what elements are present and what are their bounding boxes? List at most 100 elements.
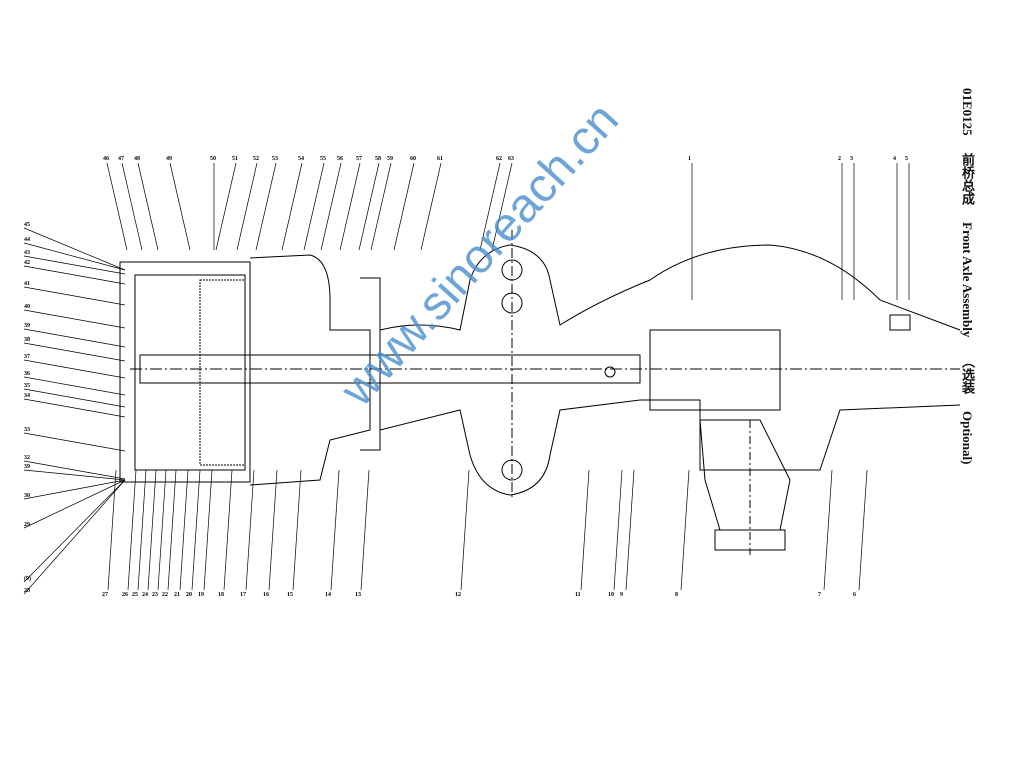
- axle-beam-bottom: [379, 399, 961, 496]
- part-label: 10: [608, 592, 614, 598]
- part-label: 37: [24, 354, 30, 360]
- axle-beam-top: [379, 244, 961, 331]
- leader-line: [23, 469, 126, 481]
- leader-line: [245, 469, 255, 591]
- leader-line: [157, 469, 167, 591]
- leader-line: [370, 162, 392, 251]
- leader-line: [23, 388, 126, 408]
- part-label: 40: [24, 304, 30, 310]
- axle-outline: [119, 230, 961, 555]
- leader-line: [23, 265, 126, 285]
- part-label: 15: [287, 592, 293, 598]
- leader-line: [23, 479, 126, 500]
- part-label: 30: [24, 493, 30, 499]
- part-label: 62: [496, 156, 502, 162]
- leader-line: [680, 469, 690, 591]
- title-english: Front Axle Assembly: [960, 222, 975, 338]
- leader-line: [23, 376, 126, 396]
- part-label: 26: [122, 592, 128, 598]
- part-label: 44: [24, 237, 30, 243]
- part-label: 5: [905, 156, 908, 162]
- part-label: 53: [272, 156, 278, 162]
- leader-line: [303, 162, 325, 251]
- part-label: 12: [455, 592, 461, 598]
- part-label: 46: [103, 156, 109, 162]
- part-label: 27: [102, 592, 108, 598]
- part-label: 63: [508, 156, 514, 162]
- leader-line: [339, 162, 361, 251]
- leader-line: [823, 469, 833, 591]
- leader-line: [23, 479, 126, 583]
- part-label: 43: [24, 250, 30, 256]
- leader-line: [107, 469, 117, 591]
- leader-line: [625, 469, 635, 591]
- leader-line: [23, 479, 126, 595]
- part-label: 7: [818, 592, 821, 598]
- part-label: 20: [186, 592, 192, 598]
- leader-line: [23, 328, 126, 348]
- part-label: 61: [437, 156, 443, 162]
- leader-line: [420, 162, 442, 251]
- leader-line: [255, 162, 277, 251]
- part-label: 39: [24, 464, 30, 470]
- leader-line: [23, 342, 126, 362]
- part-label: 8: [675, 592, 678, 598]
- leader-line: [137, 162, 159, 251]
- hub-housing: [119, 261, 251, 483]
- leader-line: [479, 162, 501, 251]
- title-optional-cn: （选装: [960, 354, 975, 394]
- leader-line: [23, 255, 126, 275]
- part-label: 29: [24, 522, 30, 528]
- leader-line: [330, 469, 340, 591]
- leader-line: [613, 469, 623, 591]
- part-label: 11: [575, 592, 581, 598]
- part-label: (9): [24, 575, 31, 582]
- leader-line: [358, 162, 380, 251]
- leader-line: [23, 286, 126, 306]
- part-label: 22: [162, 592, 168, 598]
- leader-line: [292, 469, 302, 591]
- title-code: 01E0125: [960, 88, 975, 136]
- leader-line: [23, 359, 126, 379]
- leader-line: [137, 469, 147, 591]
- part-label: 33: [24, 427, 30, 433]
- part-label: 2: [838, 156, 841, 162]
- leader-line: [179, 469, 189, 591]
- leader-line: [23, 460, 126, 480]
- part-label: 57: [356, 156, 362, 162]
- leader-line: [580, 469, 590, 591]
- part-label: 17: [240, 592, 246, 598]
- part-label: 56: [337, 156, 343, 162]
- title-chinese: 前桥总成: [960, 152, 975, 205]
- leader-line: [23, 242, 126, 271]
- part-label: 18: [218, 592, 224, 598]
- leader-line: [23, 227, 126, 271]
- leader-line: [191, 469, 201, 591]
- part-label: 47: [118, 156, 124, 162]
- part-label: 38: [24, 337, 30, 343]
- leader-line: [147, 469, 157, 591]
- leader-line: [320, 162, 342, 251]
- part-label: 28: [24, 588, 30, 594]
- leader-line: [23, 398, 126, 418]
- leader-line: [393, 162, 415, 251]
- part-label: 41: [24, 281, 30, 287]
- part-label: 19: [198, 592, 204, 598]
- leader-line: [223, 469, 233, 591]
- part-label: 9: [620, 592, 623, 598]
- part-label: 42: [24, 260, 30, 266]
- part-label: 4: [893, 156, 896, 162]
- part-label: 6: [853, 592, 856, 598]
- leader-line: [268, 469, 278, 591]
- leader-line: [127, 469, 137, 591]
- part-label: 60: [410, 156, 416, 162]
- differential: [649, 329, 781, 411]
- part-label: 45: [24, 222, 30, 228]
- part-label: 32: [24, 455, 30, 461]
- part-label: 54: [298, 156, 304, 162]
- leader-line: [236, 162, 258, 251]
- part-label: 55: [320, 156, 326, 162]
- part-label: 39: [24, 323, 30, 329]
- leader-line: [491, 162, 513, 251]
